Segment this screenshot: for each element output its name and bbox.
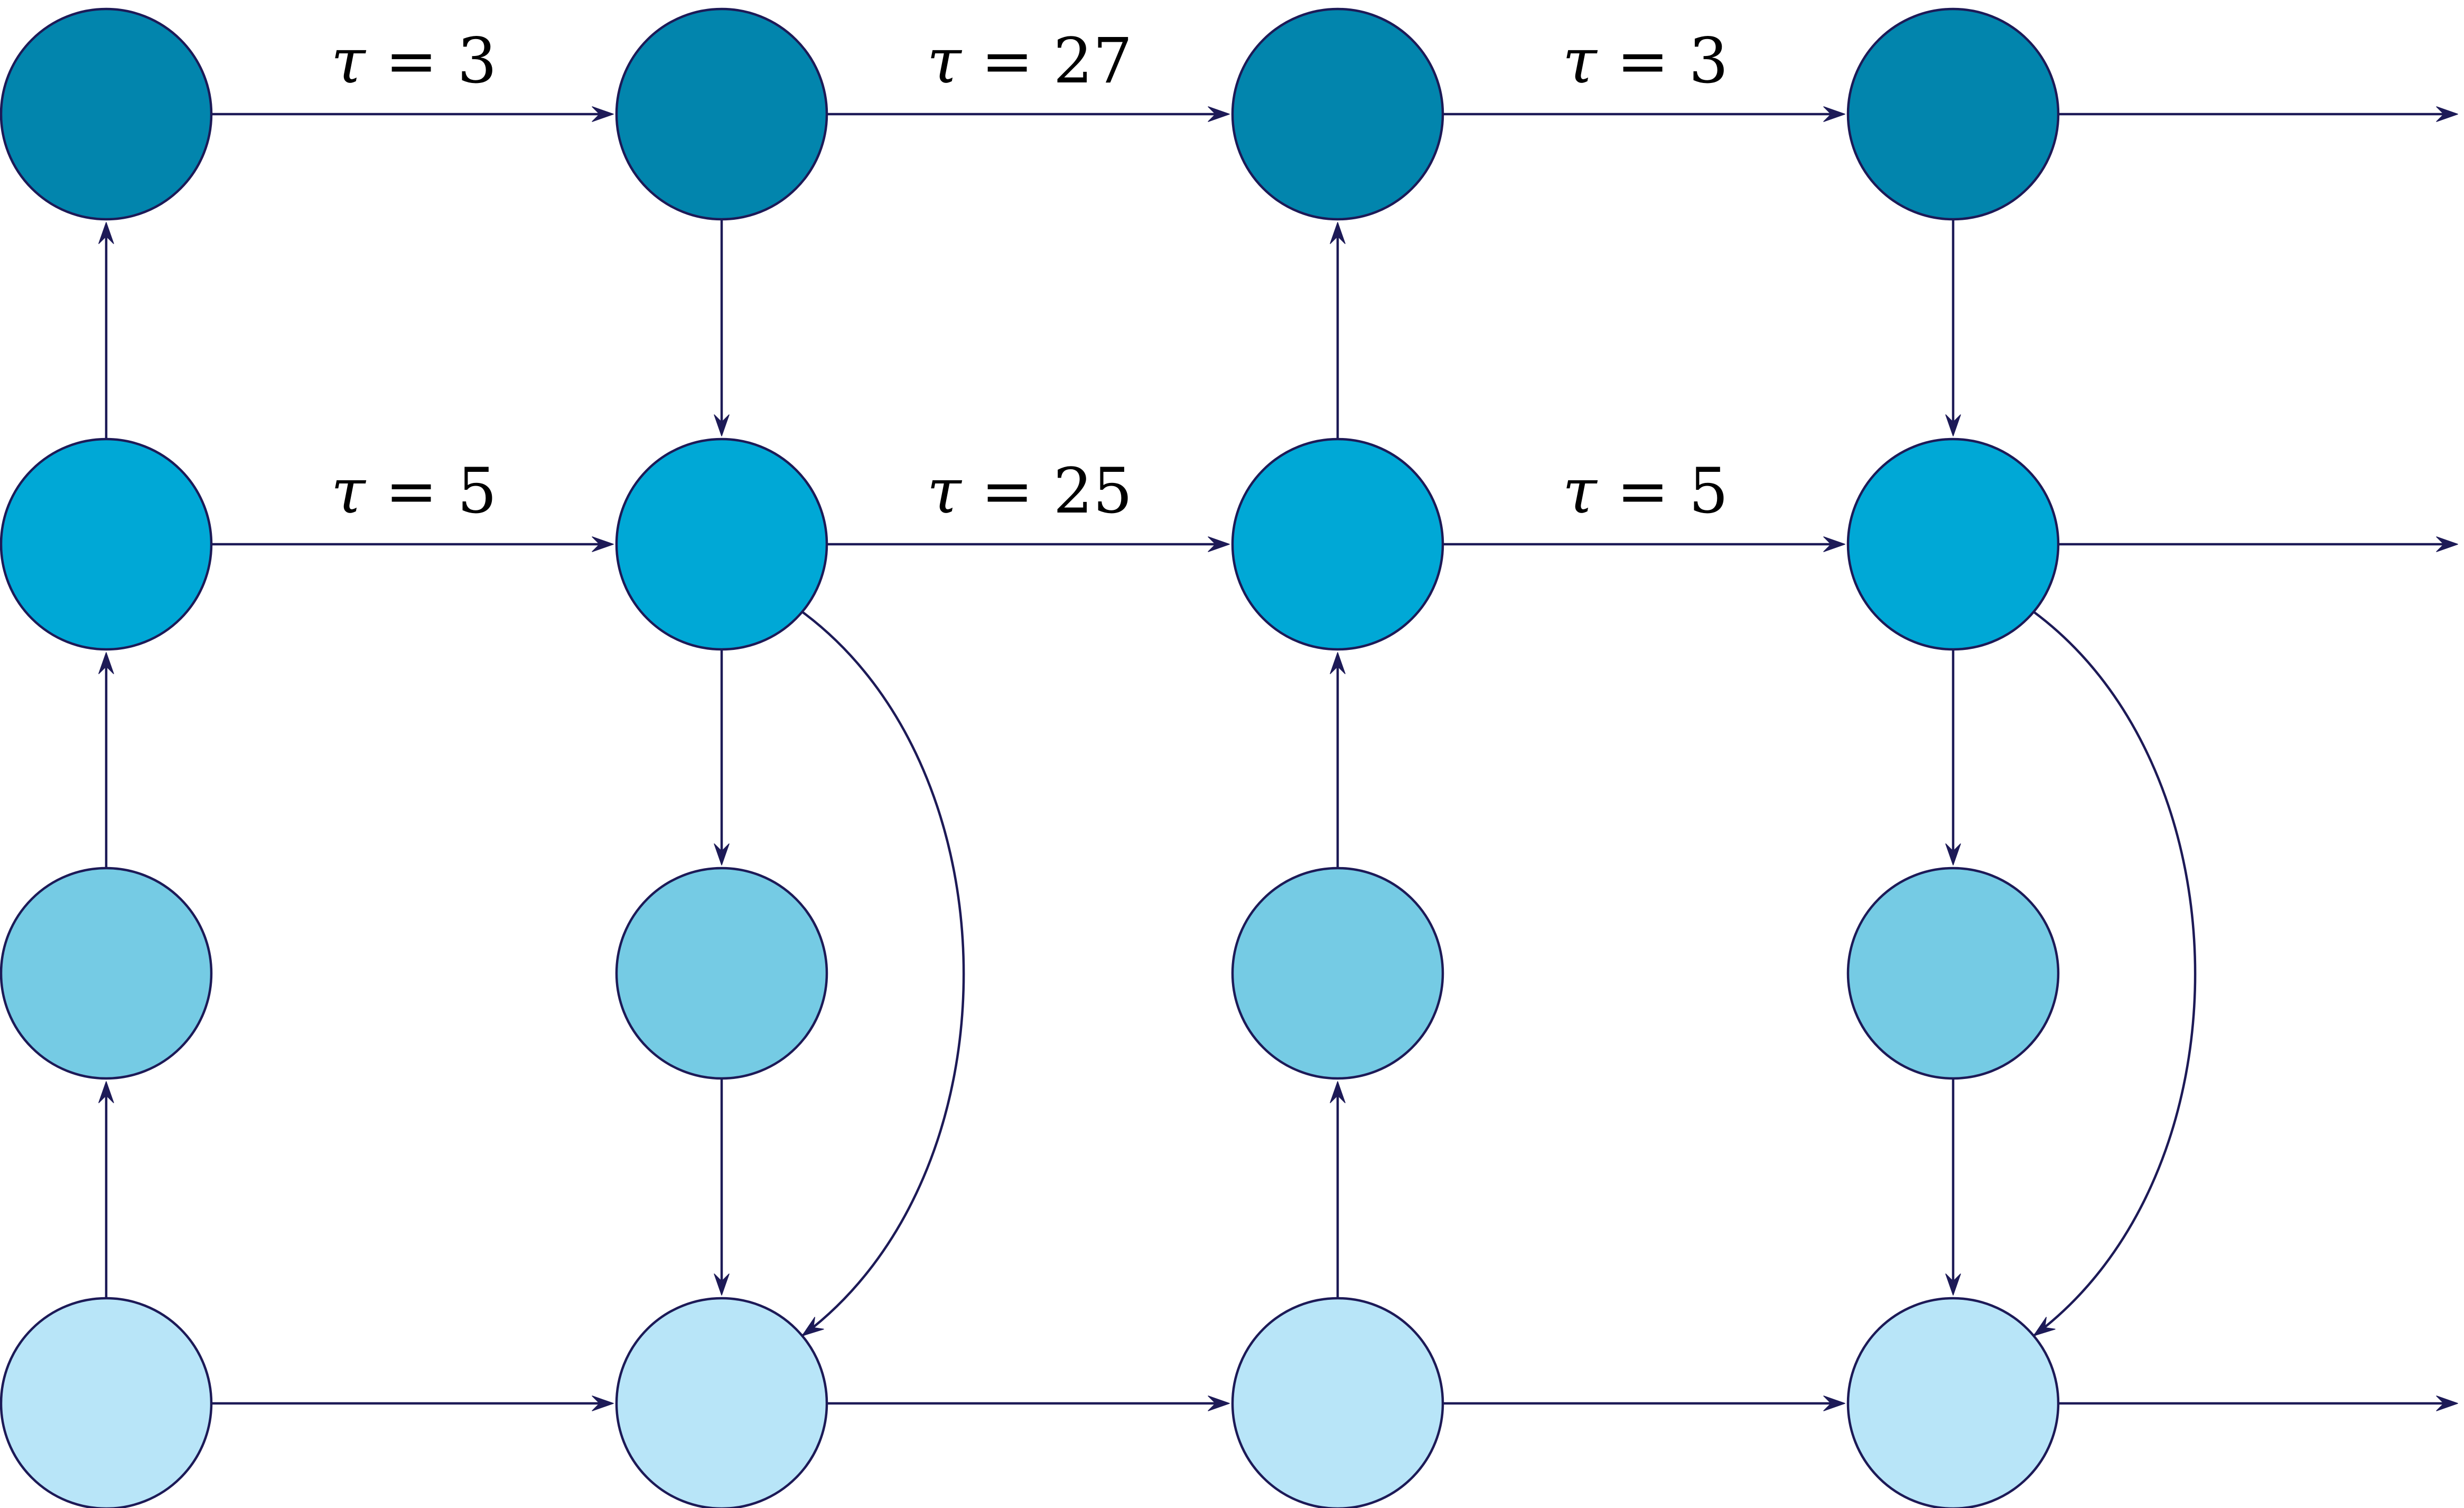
edge-n00-to-n01-arrowhead: [592, 106, 614, 122]
equals-sign: =: [366, 454, 458, 527]
node-n10: [0, 437, 213, 651]
node-n22: [1231, 867, 1444, 1080]
edge-n03-to-n13-arrowhead: [1945, 414, 1961, 436]
equals-sign: =: [366, 24, 458, 97]
nodes-layer: [0, 7, 2060, 1508]
tau-symbol: τ: [927, 454, 962, 527]
tau-symbol: τ: [927, 24, 962, 97]
edge-n31-to-n32-arrowhead: [1208, 1395, 1230, 1411]
edges-layer: [98, 106, 2458, 1411]
edge-n01-to-n02-arrowhead: [1208, 106, 1230, 122]
tau-value: 27: [1053, 24, 1133, 97]
edge-label-n01-n02: τ = 27: [927, 24, 1132, 97]
node-n31: [615, 1297, 828, 1508]
tau-symbol: τ: [1562, 24, 1598, 97]
tau-symbol: τ: [331, 24, 366, 97]
edge-n13-to-right-out-arrowhead: [2436, 536, 2458, 552]
node-n02: [1231, 7, 1444, 221]
node-n00: [0, 7, 213, 221]
edge-n01-to-n11-arrowhead: [714, 414, 730, 436]
node-n11: [615, 437, 828, 651]
tau-symbol: τ: [331, 454, 366, 527]
node-n13: [1846, 437, 2060, 651]
node-n23: [1846, 867, 2060, 1080]
tau-value: 5: [1689, 454, 1729, 527]
node-n32: [1231, 1297, 1444, 1508]
edge-n33-to-right-out-arrowhead: [2436, 1395, 2458, 1411]
tau-value: 5: [458, 454, 497, 527]
edge-n03-to-right-out-arrowhead: [2436, 106, 2458, 122]
edge-n32-to-n33-arrowhead: [1823, 1395, 1845, 1411]
node-n30: [0, 1297, 213, 1508]
edge-n10-to-n00-arrowhead: [98, 222, 114, 244]
edge-n22-to-n12-arrowhead: [1330, 652, 1346, 674]
tau-value: 25: [1053, 454, 1133, 527]
edge-n13-to-n23-arrowhead: [1945, 843, 1961, 865]
edge-n12-to-n13-arrowhead: [1823, 536, 1845, 552]
node-n12: [1231, 437, 1444, 651]
edge-n23-to-n33-arrowhead: [1945, 1273, 1961, 1296]
edge-n32-to-n22-arrowhead: [1330, 1081, 1346, 1103]
tau-value: 3: [458, 24, 497, 97]
edge-n10-to-n11-arrowhead: [592, 536, 614, 552]
equals-sign: =: [962, 454, 1053, 527]
edge-label-n02-n03: τ = 3: [1562, 24, 1728, 97]
edge-n30-to-n31-arrowhead: [592, 1395, 614, 1411]
edge-n11-to-n31-arrowhead: [801, 1317, 824, 1336]
edge-n21-to-n31-arrowhead: [714, 1273, 730, 1296]
tau-symbol: τ: [1562, 454, 1598, 527]
edge-n12-to-n02-arrowhead: [1330, 222, 1346, 244]
node-n33: [1846, 1297, 2060, 1508]
edge-n11-to-n31-curved: [801, 611, 965, 1337]
edge-n20-to-n10-arrowhead: [98, 652, 114, 674]
edge-n13-to-n33-arrowhead: [2033, 1317, 2056, 1336]
node-n20: [0, 867, 213, 1080]
edge-n02-to-n03-arrowhead: [1823, 106, 1845, 122]
edge-label-n00-n01: τ = 3: [331, 24, 497, 97]
edge-label-n10-n11: τ = 5: [331, 454, 497, 527]
edge-n11-to-n21-arrowhead: [714, 843, 730, 865]
edge-n13-to-n33-curved: [2033, 611, 2197, 1337]
edge-n30-to-n20-arrowhead: [98, 1081, 114, 1103]
node-n21: [615, 867, 828, 1080]
equals-sign: =: [1597, 454, 1689, 527]
node-n01: [615, 7, 828, 221]
edge-n11-to-n12-arrowhead: [1208, 536, 1230, 552]
edge-label-n12-n13: τ = 5: [1562, 454, 1728, 527]
node-n03: [1846, 7, 2060, 221]
tau-value: 3: [1689, 24, 1729, 97]
equals-sign: =: [962, 24, 1053, 97]
equals-sign: =: [1597, 24, 1689, 97]
edge-label-n11-n12: τ = 25: [927, 454, 1132, 527]
